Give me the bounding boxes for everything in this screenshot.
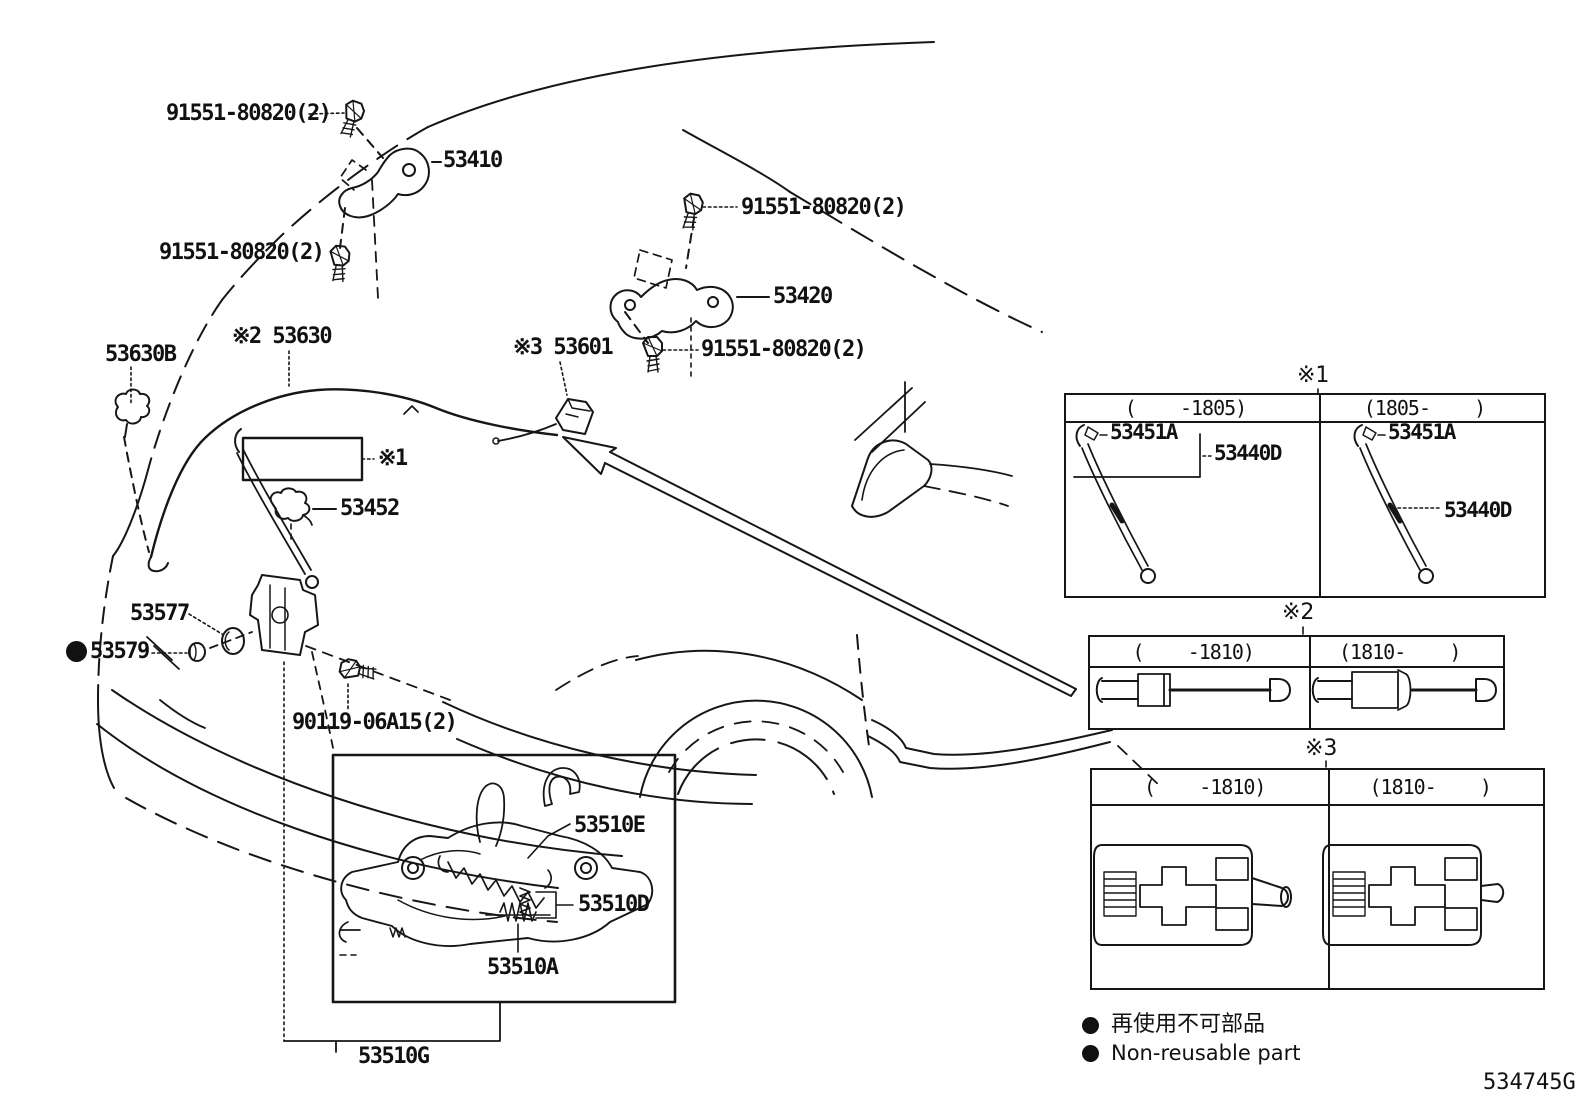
hood-lock-cable-art (114, 350, 594, 573)
table3-title: ※3 (1305, 736, 1338, 761)
legend-row-en: Non-reusable part (1082, 1043, 1300, 1064)
table1-divider (1319, 395, 1321, 596)
non-reusable-dot-icon (66, 641, 87, 663)
callout-53510G[interactable]: 53510G (358, 1044, 430, 1069)
callout-53510D[interactable]: 53510D (578, 892, 650, 917)
callout-53577[interactable]: 53577 (130, 601, 190, 626)
callout-53601[interactable]: ※3 53601 (513, 335, 614, 360)
callout-bolt-91551-top-left[interactable]: 91551-80820(2) (166, 101, 332, 126)
callout-53510E[interactable]: 53510E (574, 813, 646, 838)
legend-text-ja: 再使用不可部品 (1111, 1012, 1266, 1037)
legend-text-en: Non-reusable part (1111, 1041, 1301, 1065)
hood-lock-in-situ-art (151, 574, 501, 1053)
table3-divider (1328, 770, 1330, 988)
table3-col-late: (1810- ) (1369, 775, 1492, 799)
reference-arrow (562, 436, 1077, 697)
table2-variant: ( -1810) (1810- ) (1088, 635, 1505, 730)
non-reusable-dot-icon (1082, 1045, 1099, 1062)
table3-col-early: ( -1810) (1144, 775, 1266, 799)
table1-col-late: (1805- ) (1363, 396, 1486, 420)
legend-row-ja: 再使用不可部品 (1082, 1014, 1265, 1036)
table1-right-53451A[interactable]: 53451A (1388, 420, 1456, 444)
callout-53410[interactable]: 53410 (443, 148, 503, 173)
figure-code: 534745G (1483, 1070, 1576, 1095)
table1-left-53440D[interactable]: 53440D (1214, 441, 1282, 465)
table2-body (1090, 668, 1503, 728)
table1-left-53451A[interactable]: 53451A (1110, 420, 1178, 444)
table1-title: ※1 (1297, 363, 1330, 388)
table1-col-early: ( -1805) (1124, 396, 1247, 420)
non-reusable-dot-icon (1082, 1016, 1099, 1034)
callout-90119[interactable]: 90119-06A15(2) (292, 710, 458, 735)
callout-bolt-91551-top-right[interactable]: 91551-80820(2) (741, 195, 907, 220)
table2-divider (1309, 637, 1311, 728)
table2-title: ※2 (1282, 600, 1315, 625)
callout-53452[interactable]: 53452 (340, 496, 400, 521)
callout-53579[interactable]: 53579 (66, 639, 150, 664)
table1-right-53440D[interactable]: 53440D (1444, 498, 1512, 522)
callout-53420[interactable]: 53420 (773, 284, 833, 309)
hood-support-bracket-53410-art (308, 97, 442, 299)
callout-53510A[interactable]: 53510A (487, 955, 559, 980)
callout-bolt-91551-mid-left[interactable]: 91551-80820(2) (159, 240, 325, 265)
callout-ref1: ※1 (378, 446, 408, 471)
callout-53579-label: 53579 (90, 639, 150, 664)
callout-bolt-91551-mid-right[interactable]: 91551-80820(2) (701, 337, 867, 362)
callout-53630B[interactable]: 53630B (105, 342, 177, 367)
car-outline (96, 41, 1163, 923)
table3-variant: ( -1810) (1810- ) (1090, 768, 1545, 990)
table2-col-early: ( -1810) (1132, 639, 1255, 664)
table2-col-late: (1810- ) (1339, 639, 1461, 664)
callout-53630[interactable]: ※2 53630 (232, 324, 333, 349)
table3-body (1092, 806, 1543, 988)
table1-variant: ( -1805) (1805- ) (1064, 393, 1546, 598)
